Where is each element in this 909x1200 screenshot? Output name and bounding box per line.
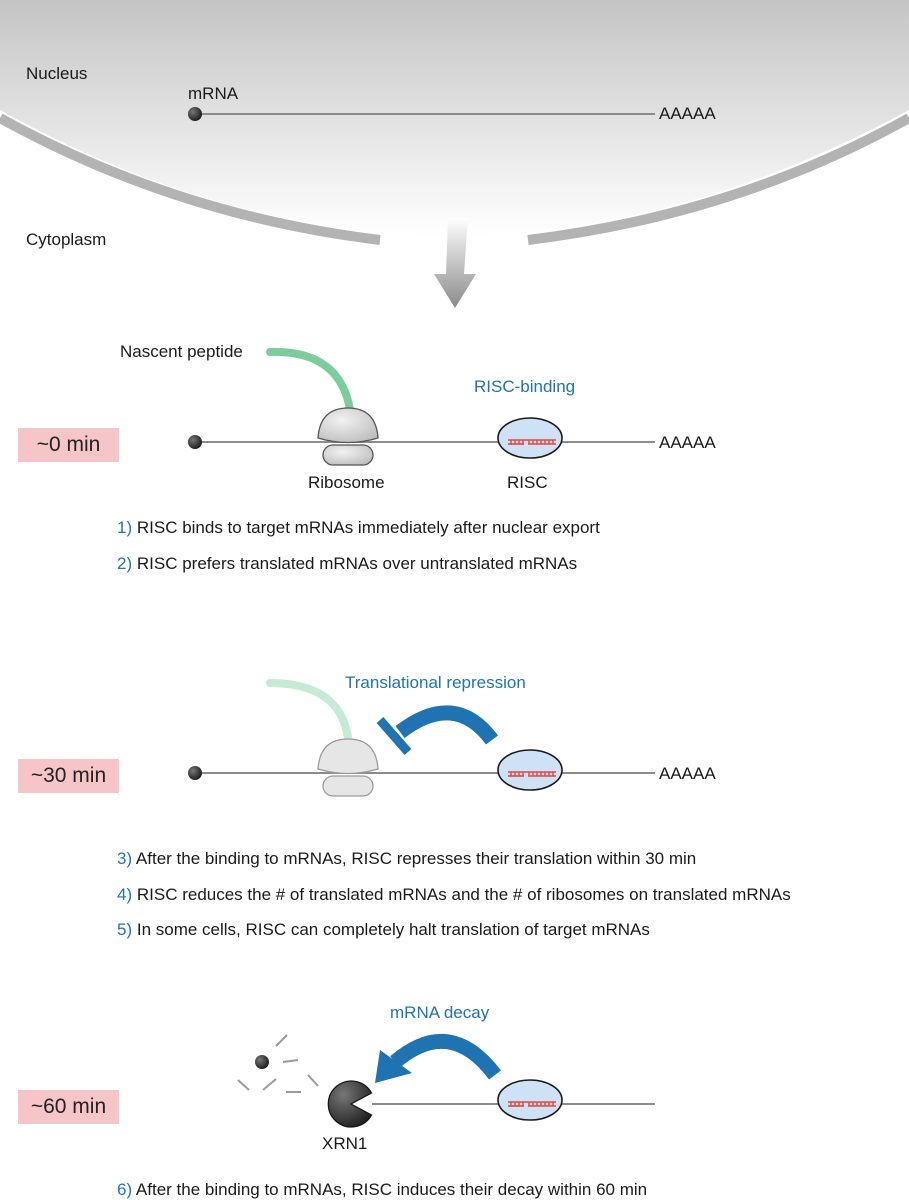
note-4: 4) RISC reduces the # of translated mRNA…: [117, 885, 791, 905]
ribosome-icon: [317, 407, 379, 466]
note-number: 6): [117, 1180, 133, 1199]
time-badge-30min: ~30 min: [18, 759, 119, 793]
note-text: After the binding to mRNAs, RISC induces…: [135, 1180, 648, 1199]
nuclear-envelope-left: [0, 113, 381, 245]
repressed-ribosome-icon: [317, 738, 379, 797]
nucleus-region: [0, 0, 909, 235]
mrna-cap-icon: [188, 766, 202, 780]
nascent-peptide-label: Nascent peptide: [120, 342, 243, 361]
note-number: 3): [117, 849, 133, 868]
mrna-decay-label: mRNA decay: [390, 1003, 490, 1022]
note-number: 5): [117, 920, 133, 939]
risc-binding-label: RISC-binding: [474, 377, 576, 396]
time-badge-60min: ~60 min: [18, 1090, 119, 1124]
mrna-label: mRNA: [188, 84, 239, 103]
ribosome-label: Ribosome: [308, 473, 385, 492]
mrna-cap-icon: [188, 107, 202, 121]
polya-tail-label: AAAAA: [659, 104, 716, 123]
repression-arrow-icon: [376, 705, 499, 755]
xrn1-label: XRN1: [322, 1134, 368, 1153]
polya-tail-label: AAAAA: [659, 433, 716, 452]
risc-icon: [497, 1079, 563, 1121]
nascent-peptide-chain: [266, 347, 354, 414]
note-5: 5) In some cells, RISC can completely ha…: [117, 920, 650, 940]
cytoplasm-label: Cytoplasm: [26, 230, 107, 249]
decay-arrow-icon: [375, 1033, 501, 1083]
risc-label: RISC: [507, 473, 548, 492]
note-text: In some cells, RISC can completely halt …: [136, 920, 650, 939]
mrna-cap-icon: [188, 435, 202, 449]
mrna-fragments-icon: [237, 1034, 319, 1093]
fading-peptide-chain: [266, 679, 352, 742]
note-number: 2): [117, 554, 133, 573]
risc-icon: [497, 417, 563, 459]
note-text: RISC binds to target mRNAs immediately a…: [136, 518, 600, 537]
polya-tail-label: AAAAA: [659, 764, 716, 783]
note-text: After the binding to mRNAs, RISC repress…: [135, 849, 697, 868]
translational-repression-label: Translational repression: [345, 673, 526, 692]
nucleus-label: Nucleus: [26, 64, 88, 83]
note-2: 2) RISC prefers translated mRNAs over un…: [117, 554, 577, 574]
note-3: 3) After the binding to mRNAs, RISC repr…: [117, 849, 696, 869]
time-badge-0min: ~0 min: [18, 428, 119, 462]
nuclear-envelope-right: [527, 113, 909, 245]
note-text: RISC reduces the # of translated mRNAs a…: [136, 885, 791, 904]
risc-icon: [497, 749, 563, 791]
note-1: 1) RISC binds to target mRNAs immediatel…: [117, 518, 600, 538]
note-text: RISC prefers translated mRNAs over untra…: [136, 554, 578, 573]
export-arrow-icon: [434, 218, 476, 308]
note-6: 6) After the binding to mRNAs, RISC indu…: [117, 1180, 647, 1200]
note-number: 4): [117, 885, 133, 904]
xrn1-icon: [327, 1080, 373, 1128]
note-number: 1): [117, 518, 133, 537]
